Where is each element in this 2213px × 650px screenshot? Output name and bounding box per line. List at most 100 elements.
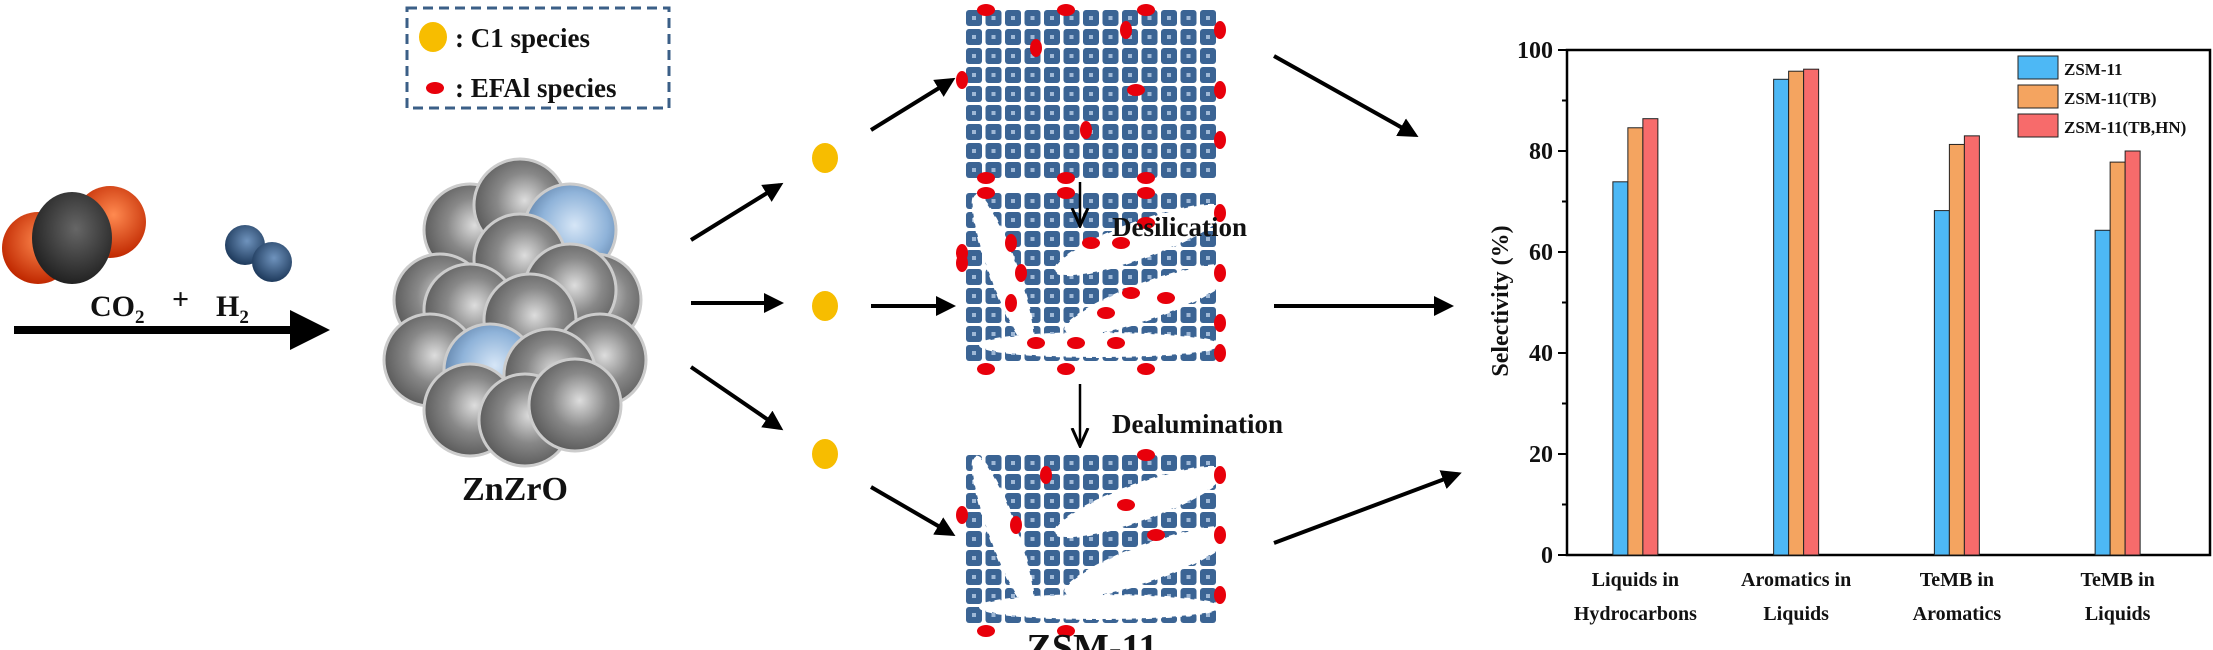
efal-species-icon	[1214, 204, 1226, 222]
zeolite-label: ZSM-11	[1027, 627, 1158, 650]
efal-species-icon	[1214, 81, 1226, 99]
efal-species-icon	[1214, 466, 1226, 484]
efal-species-icon	[977, 625, 995, 637]
desilication-label: Desilication	[1112, 212, 1247, 242]
h2-molecule-icon	[225, 225, 292, 282]
bar-zsm-11-tb--1	[1788, 70, 1805, 556]
efal-species-icon	[1107, 337, 1125, 349]
efal-species-icon	[1015, 264, 1027, 282]
species-legend: : C1 species : EFAl species	[405, 6, 671, 110]
zeolite-desilicated	[956, 187, 1236, 375]
c1-legend-label: : C1 species	[455, 23, 590, 53]
zeolite-dealuminated	[956, 449, 1236, 637]
efal-species-icon	[1005, 234, 1017, 252]
efal-species-icon	[1122, 287, 1140, 299]
mesopore-channel	[979, 594, 1221, 620]
x-tick-label: TeMB in	[1920, 569, 1994, 591]
co2-molecule-icon	[2, 186, 146, 284]
bar-zsm-11-3	[2094, 229, 2111, 556]
efal-species-icon	[1214, 21, 1226, 39]
bar-zsm-11-tb--2	[1948, 143, 1965, 556]
x-tick-label: Liquids	[1763, 603, 1829, 625]
efal-species-icon	[1137, 4, 1155, 16]
reaction-plus: +	[172, 283, 189, 316]
mesopore-channel	[1064, 525, 1236, 599]
bar-zsm-11-tb-hn--1	[1803, 68, 1820, 556]
bar-zsm-11-tb-hn--2	[1963, 135, 1980, 556]
y-tick-label: 100	[1517, 38, 1553, 64]
legend-swatch	[2017, 113, 2059, 138]
legend-swatch	[2017, 55, 2059, 80]
mesopore-channel	[979, 332, 1221, 358]
efal-species-icon	[1057, 172, 1075, 184]
cluster-arrows	[689, 182, 784, 431]
result-arrows	[1273, 54, 1462, 545]
efal-species-icon	[1137, 187, 1155, 199]
x-tick-label: Hydrocarbons	[1574, 603, 1697, 625]
efal-species-icon	[1112, 237, 1130, 249]
efal-species-icon	[1057, 625, 1075, 637]
catalyst-label: ZnZrO	[462, 471, 568, 508]
efal-species-icon	[1214, 586, 1226, 604]
efal-species-icon	[1067, 337, 1085, 349]
efal-species-icon	[1147, 529, 1165, 541]
bar-zsm-11-2	[1933, 210, 1950, 556]
y-tick-label: 60	[1529, 240, 1553, 266]
legend-label: ZSM-11(TB,HN)	[2064, 118, 2186, 137]
c1-species-icon	[812, 291, 838, 321]
dealumination-label: Dealumination	[1112, 409, 1283, 439]
efal-legend-label: : EFAl species	[455, 73, 616, 103]
y-tick-label: 80	[1529, 139, 1553, 165]
efal-species-icon	[1117, 499, 1135, 511]
reactant-co2: CO2	[90, 290, 145, 328]
efal-species-icon	[1137, 172, 1155, 184]
efal-species-icon	[1082, 237, 1100, 249]
efal-species-icon	[1120, 21, 1132, 39]
efal-species-icon	[977, 187, 995, 199]
efal-species-icon	[426, 82, 444, 94]
zeolite-parent	[956, 4, 1226, 184]
efal-species-icon	[1127, 84, 1145, 96]
efal-species-icon	[1030, 39, 1042, 57]
efal-species-icon	[977, 363, 995, 375]
bar-zsm-11-0	[1612, 181, 1629, 556]
efal-species-icon	[1157, 292, 1175, 304]
bar-zsm-11-tb-hn--3	[2124, 150, 2141, 556]
bar-zsm-11-1	[1773, 78, 1790, 556]
efal-species-icon	[1027, 337, 1045, 349]
efal-species-icon	[956, 506, 968, 524]
efal-species-icon	[1137, 217, 1155, 229]
efal-species-icon	[1057, 363, 1075, 375]
efal-species-icon	[1080, 121, 1092, 139]
c1-species-icon	[812, 143, 838, 173]
x-tick-label: Aromatics in	[1741, 569, 1851, 591]
x-tick-label: Aromatics	[1913, 603, 2002, 625]
efal-species-icon	[1214, 314, 1226, 332]
efal-species-icon	[1214, 344, 1226, 362]
x-tick-label: TeMB in	[2080, 569, 2154, 591]
y-tick-label: 20	[1529, 442, 1553, 468]
efal-species-icon	[977, 172, 995, 184]
efal-species-icon	[977, 4, 995, 16]
c1-species-icon	[419, 22, 447, 52]
y-axis-label: Selectivity (%)	[1488, 225, 1514, 376]
efal-species-icon	[1137, 449, 1155, 461]
bar-zsm-11-tb-hn--0	[1642, 118, 1659, 556]
c1-arrows	[869, 77, 956, 537]
x-tick-label: Liquids	[2085, 603, 2151, 625]
efal-species-icon	[1137, 363, 1155, 375]
y-tick-label: 0	[1541, 543, 1553, 569]
efal-species-icon	[1040, 466, 1052, 484]
legend-swatch	[2017, 84, 2059, 109]
efal-species-icon	[1214, 526, 1226, 544]
efal-species-icon	[1214, 264, 1226, 282]
x-tick-label: Liquids in	[1592, 569, 1679, 591]
efal-species-icon	[956, 244, 968, 262]
atom-sphere	[527, 357, 623, 453]
c1-species-icon	[812, 439, 838, 469]
reactant-h2: H2	[216, 290, 249, 328]
efal-species-icon	[1010, 516, 1022, 534]
znzro-cluster-icon	[382, 157, 648, 468]
